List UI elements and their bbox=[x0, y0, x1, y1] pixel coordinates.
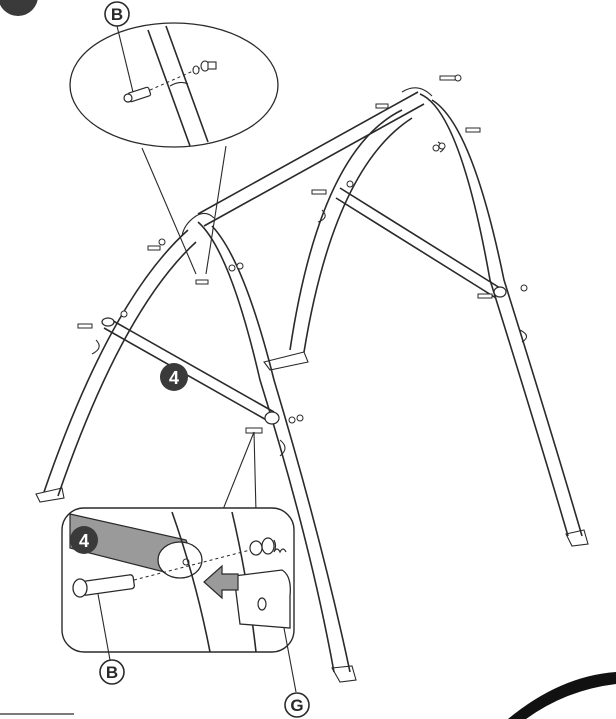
part-label-b-bottom: B bbox=[97, 593, 125, 685]
part-letter-b-bottom: B bbox=[106, 663, 118, 682]
step-badge-4: 4 bbox=[160, 363, 188, 391]
swing-frame bbox=[35, 87, 589, 683]
bolt-b-inset bbox=[72, 574, 135, 598]
insert-arrow-icon bbox=[203, 564, 239, 600]
hardware-bolts bbox=[77, 74, 528, 434]
step-number: 4 bbox=[169, 368, 179, 388]
part-label-g: G bbox=[283, 627, 310, 718]
decorative-swoosh bbox=[508, 672, 616, 719]
part-letter-b-top: B bbox=[111, 5, 123, 24]
bolt-b-top bbox=[123, 86, 152, 103]
inset-step-number: 4 bbox=[79, 531, 89, 551]
part-label-b-top: B bbox=[104, 1, 134, 93]
corner-step-marker bbox=[0, 0, 38, 16]
part-letter-g: G bbox=[290, 696, 303, 715]
bottom-inset-detail: 4 bbox=[61, 431, 295, 653]
top-zoom-detail bbox=[69, 22, 279, 275]
zoom-ellipse bbox=[69, 22, 279, 148]
